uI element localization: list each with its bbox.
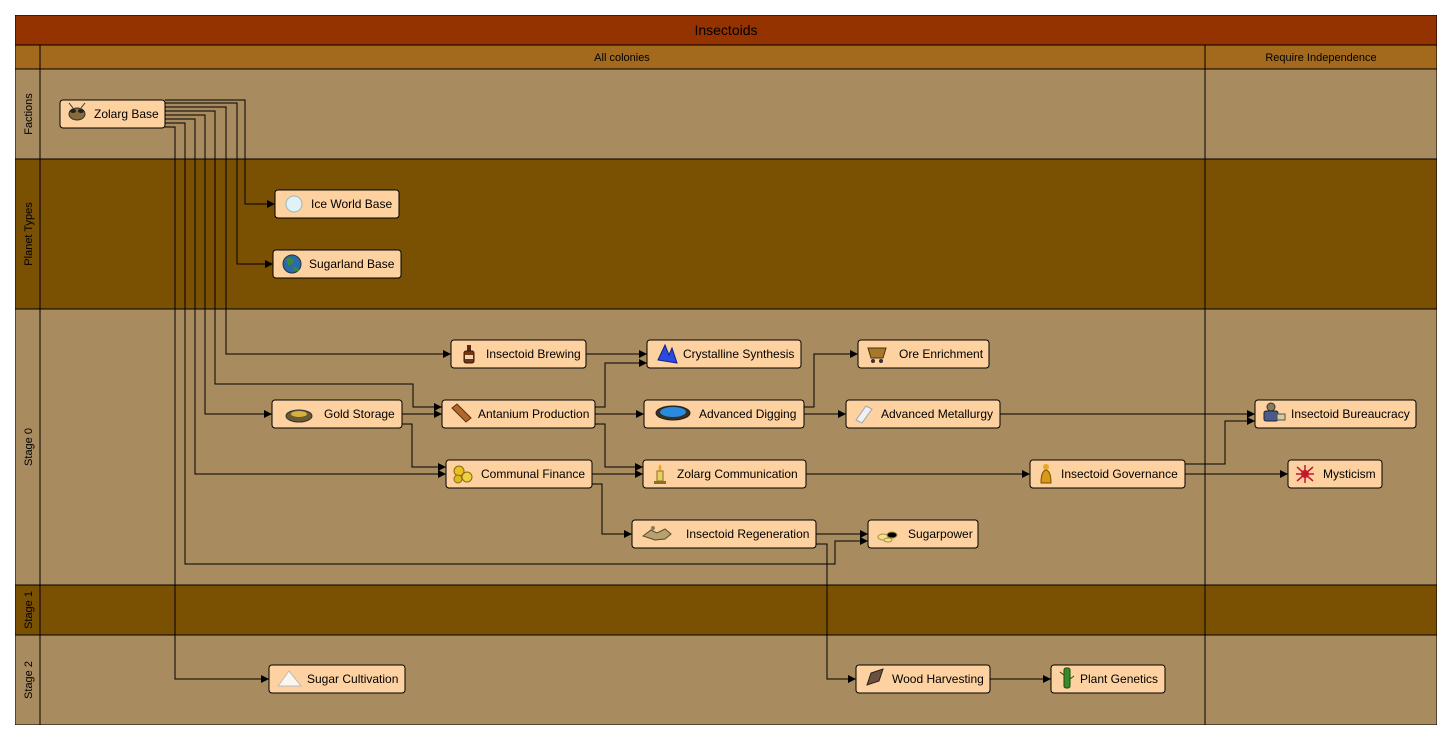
node-ore-enrichment[interactable]: Ore Enrichment bbox=[857, 339, 990, 369]
water-pit-icon bbox=[655, 405, 691, 421]
node-label: Zolarg Base bbox=[94, 107, 159, 121]
lane-stage-2: Stage 2 bbox=[15, 634, 1437, 725]
node-label: Zolarg Communication bbox=[677, 467, 798, 481]
node-label: Wood Harvesting bbox=[892, 672, 984, 686]
edge-regeneration-wood bbox=[816, 543, 856, 683]
bottle-icon bbox=[463, 345, 475, 364]
edge-antanium-crystal bbox=[595, 359, 647, 408]
node-label: Insectoid Bureaucracy bbox=[1291, 407, 1410, 421]
edge-zolarg-finance bbox=[165, 118, 446, 478]
edges bbox=[165, 99, 1288, 683]
plant-icon bbox=[1059, 667, 1075, 689]
red-spider-icon bbox=[1296, 465, 1314, 483]
edge-zolarg-antanium bbox=[165, 110, 442, 411]
node-label: Gold Storage bbox=[324, 407, 395, 421]
node-zolarg-base[interactable]: Zolarg Base bbox=[59, 99, 166, 129]
node-mysticism[interactable]: Mysticism bbox=[1287, 459, 1383, 489]
node-label: Insectoid Regeneration bbox=[686, 527, 809, 541]
node-label: Plant Genetics bbox=[1080, 672, 1158, 686]
node-communal-finance[interactable]: Communal Finance bbox=[445, 459, 593, 489]
node-insectoid-brewing[interactable]: Insectoid Brewing bbox=[450, 339, 587, 369]
node-insectoid-regeneration[interactable]: Insectoid Regeneration bbox=[631, 519, 817, 549]
edge-governance-bureaucracy bbox=[1185, 417, 1255, 465]
lane-label: Planet Types bbox=[23, 202, 35, 266]
node-label: Advanced Metallurgy bbox=[881, 407, 993, 421]
lane-header-corner bbox=[15, 44, 41, 70]
node-label: Antanium Production bbox=[478, 407, 589, 421]
lane-label: Stage 2 bbox=[23, 661, 35, 699]
node-zolarg-communication[interactable]: Zolarg Communication bbox=[642, 459, 807, 489]
sugar-crystals-icon bbox=[877, 531, 898, 543]
bureaucrat-icon bbox=[1263, 402, 1286, 422]
edge-finance-regeneration bbox=[592, 483, 632, 538]
node-label: Sugarland Base bbox=[309, 257, 395, 271]
node-label: Crystalline Synthesis bbox=[683, 347, 794, 361]
node-label: Ore Enrichment bbox=[899, 347, 984, 361]
lane-factions: Factions bbox=[15, 68, 1437, 160]
gold-pile-icon bbox=[285, 409, 313, 423]
debris-icon bbox=[641, 526, 672, 541]
tech-tree-diagram: Insectoids All colonies Require Independ… bbox=[15, 15, 1437, 725]
edge-zolarg-ice bbox=[165, 99, 275, 208]
candle-icon bbox=[654, 464, 666, 484]
node-wood-harvesting[interactable]: Wood Harvesting bbox=[855, 664, 991, 694]
nodes: Zolarg Base Ice World Base Sugarland Bas… bbox=[59, 99, 1417, 694]
diagram-title: Insectoids bbox=[694, 22, 757, 38]
ore-cart-icon bbox=[867, 347, 887, 363]
gold-coins-icon bbox=[453, 465, 473, 484]
lane-stage-1: Stage 1 bbox=[15, 584, 1437, 636]
column-label-all: All colonies bbox=[594, 52, 650, 64]
lane-label: Stage 0 bbox=[23, 428, 35, 466]
node-antanium-production[interactable]: Antanium Production bbox=[441, 399, 596, 429]
node-advanced-digging[interactable]: Advanced Digging bbox=[643, 399, 805, 429]
node-label: Insectoid Brewing bbox=[486, 347, 581, 361]
ice-planet-icon bbox=[285, 195, 303, 213]
globe-icon bbox=[282, 254, 302, 274]
edge-zolarg-brewing bbox=[165, 106, 451, 358]
edge-zolarg-gold bbox=[165, 114, 272, 418]
node-label: Mysticism bbox=[1323, 467, 1376, 481]
node-label: Sugar Cultivation bbox=[307, 672, 398, 686]
node-plant-genetics[interactable]: Plant Genetics bbox=[1050, 664, 1166, 694]
golden-statue-icon bbox=[1040, 464, 1052, 484]
node-gold-storage[interactable]: Gold Storage bbox=[271, 399, 403, 429]
node-label: Communal Finance bbox=[481, 467, 585, 481]
node-insectoid-bureaucracy[interactable]: Insectoid Bureaucracy bbox=[1254, 399, 1417, 429]
lane-label: Stage 1 bbox=[23, 591, 35, 629]
edge-antanium-communication bbox=[595, 423, 643, 471]
node-insectoid-governance[interactable]: Insectoid Governance bbox=[1029, 459, 1186, 489]
wood-plank-icon bbox=[451, 403, 472, 423]
edge-digging-ore bbox=[804, 350, 858, 408]
node-sugarpower[interactable]: Sugarpower bbox=[867, 519, 979, 549]
lane-label: Factions bbox=[23, 93, 35, 135]
blue-crystal-icon bbox=[657, 343, 678, 364]
edge-gold-finance bbox=[402, 423, 446, 471]
edge-zolarg-sugarland bbox=[165, 102, 273, 268]
insect-head-icon bbox=[68, 102, 86, 121]
lane-planet-types: Planet Types bbox=[15, 158, 1437, 310]
node-sugar-cultivation[interactable]: Sugar Cultivation bbox=[268, 664, 406, 694]
edge-zolarg-cultivation bbox=[165, 126, 269, 683]
node-label: Ice World Base bbox=[311, 197, 392, 211]
node-advanced-metallurgy[interactable]: Advanced Metallurgy bbox=[845, 399, 1001, 429]
node-ice-world-base[interactable]: Ice World Base bbox=[274, 189, 400, 219]
column-label-indep: Require Independence bbox=[1265, 52, 1376, 64]
edge-zolarg-sugarpower bbox=[165, 122, 868, 565]
log-icon bbox=[866, 668, 884, 686]
metal-bar-icon bbox=[855, 405, 873, 424]
node-crystalline-synthesis[interactable]: Crystalline Synthesis bbox=[646, 339, 802, 369]
node-label: Insectoid Governance bbox=[1061, 467, 1178, 481]
sugar-pile-icon bbox=[277, 670, 303, 687]
node-sugarland-base[interactable]: Sugarland Base bbox=[272, 249, 402, 279]
column-header-indep bbox=[1204, 44, 1437, 70]
node-label: Sugarpower bbox=[908, 527, 973, 541]
node-label: Advanced Digging bbox=[699, 407, 796, 421]
